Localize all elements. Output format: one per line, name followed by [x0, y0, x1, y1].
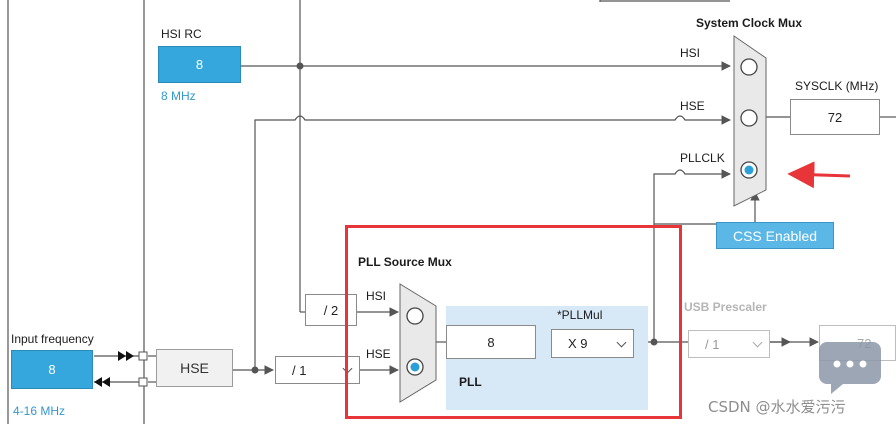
- sysclk-hse-radio[interactable]: [739, 108, 759, 128]
- sysclk-mux-hse-label: HSE: [680, 99, 705, 113]
- hse-block: HSE: [156, 349, 233, 387]
- sysclk-mux-pllclk-label: PLLCLK: [680, 151, 725, 165]
- chat-bubble-icon: [819, 342, 881, 394]
- hse-prediv-value: / 1: [292, 362, 307, 378]
- sysclk-label: SYSCLK (MHz): [795, 79, 879, 93]
- sysclk-hsi-radio[interactable]: [739, 57, 759, 77]
- hsi-rc-frequency: 8 MHz: [161, 89, 196, 103]
- sysclk-mux-hsi-label: HSI: [680, 46, 701, 60]
- pll-source-hsi-radio[interactable]: [405, 306, 425, 326]
- sysclk-value[interactable]: 72: [790, 99, 880, 135]
- pll-source-mux-hse-label: HSE: [366, 347, 391, 361]
- pll-label: PLL: [459, 375, 482, 389]
- pll-source-mux-title: PLL Source Mux: [358, 255, 452, 269]
- chevron-down-icon: [752, 337, 763, 348]
- pll-mul-dropdown[interactable]: X 9: [551, 329, 634, 358]
- sysclk-pllclk-radio[interactable]: [739, 160, 759, 180]
- pll-source-mux-hsi-label: HSI: [366, 289, 387, 303]
- usb-prescaler-dropdown[interactable]: / 1: [688, 330, 770, 358]
- csdn-watermark: CSDN @水水爱污污: [708, 398, 846, 416]
- pll-source-hse-radio[interactable]: [405, 357, 425, 377]
- hsi-rc-label: HSI RC: [161, 27, 202, 41]
- pll-mul-value: X 9: [568, 336, 588, 351]
- css-enabled-button[interactable]: CSS Enabled: [716, 222, 834, 249]
- pll-input-value: 8: [446, 325, 536, 359]
- usb-prescaler-value: / 1: [705, 336, 720, 352]
- input-frequency-label: Input frequency: [11, 332, 94, 346]
- input-frequency-range: 4-16 MHz: [13, 404, 66, 418]
- usb-prescaler-label: USB Prescaler: [684, 300, 767, 314]
- hsi-rc-value[interactable]: 8: [158, 46, 241, 83]
- system-clock-mux-title: System Clock Mux: [696, 16, 803, 30]
- pll-mul-label: *PLLMul: [557, 308, 603, 322]
- hsi-div2-block: / 2: [305, 294, 357, 326]
- pll-highlight-box: [345, 225, 682, 419]
- input-frequency-field[interactable]: 8: [11, 350, 93, 389]
